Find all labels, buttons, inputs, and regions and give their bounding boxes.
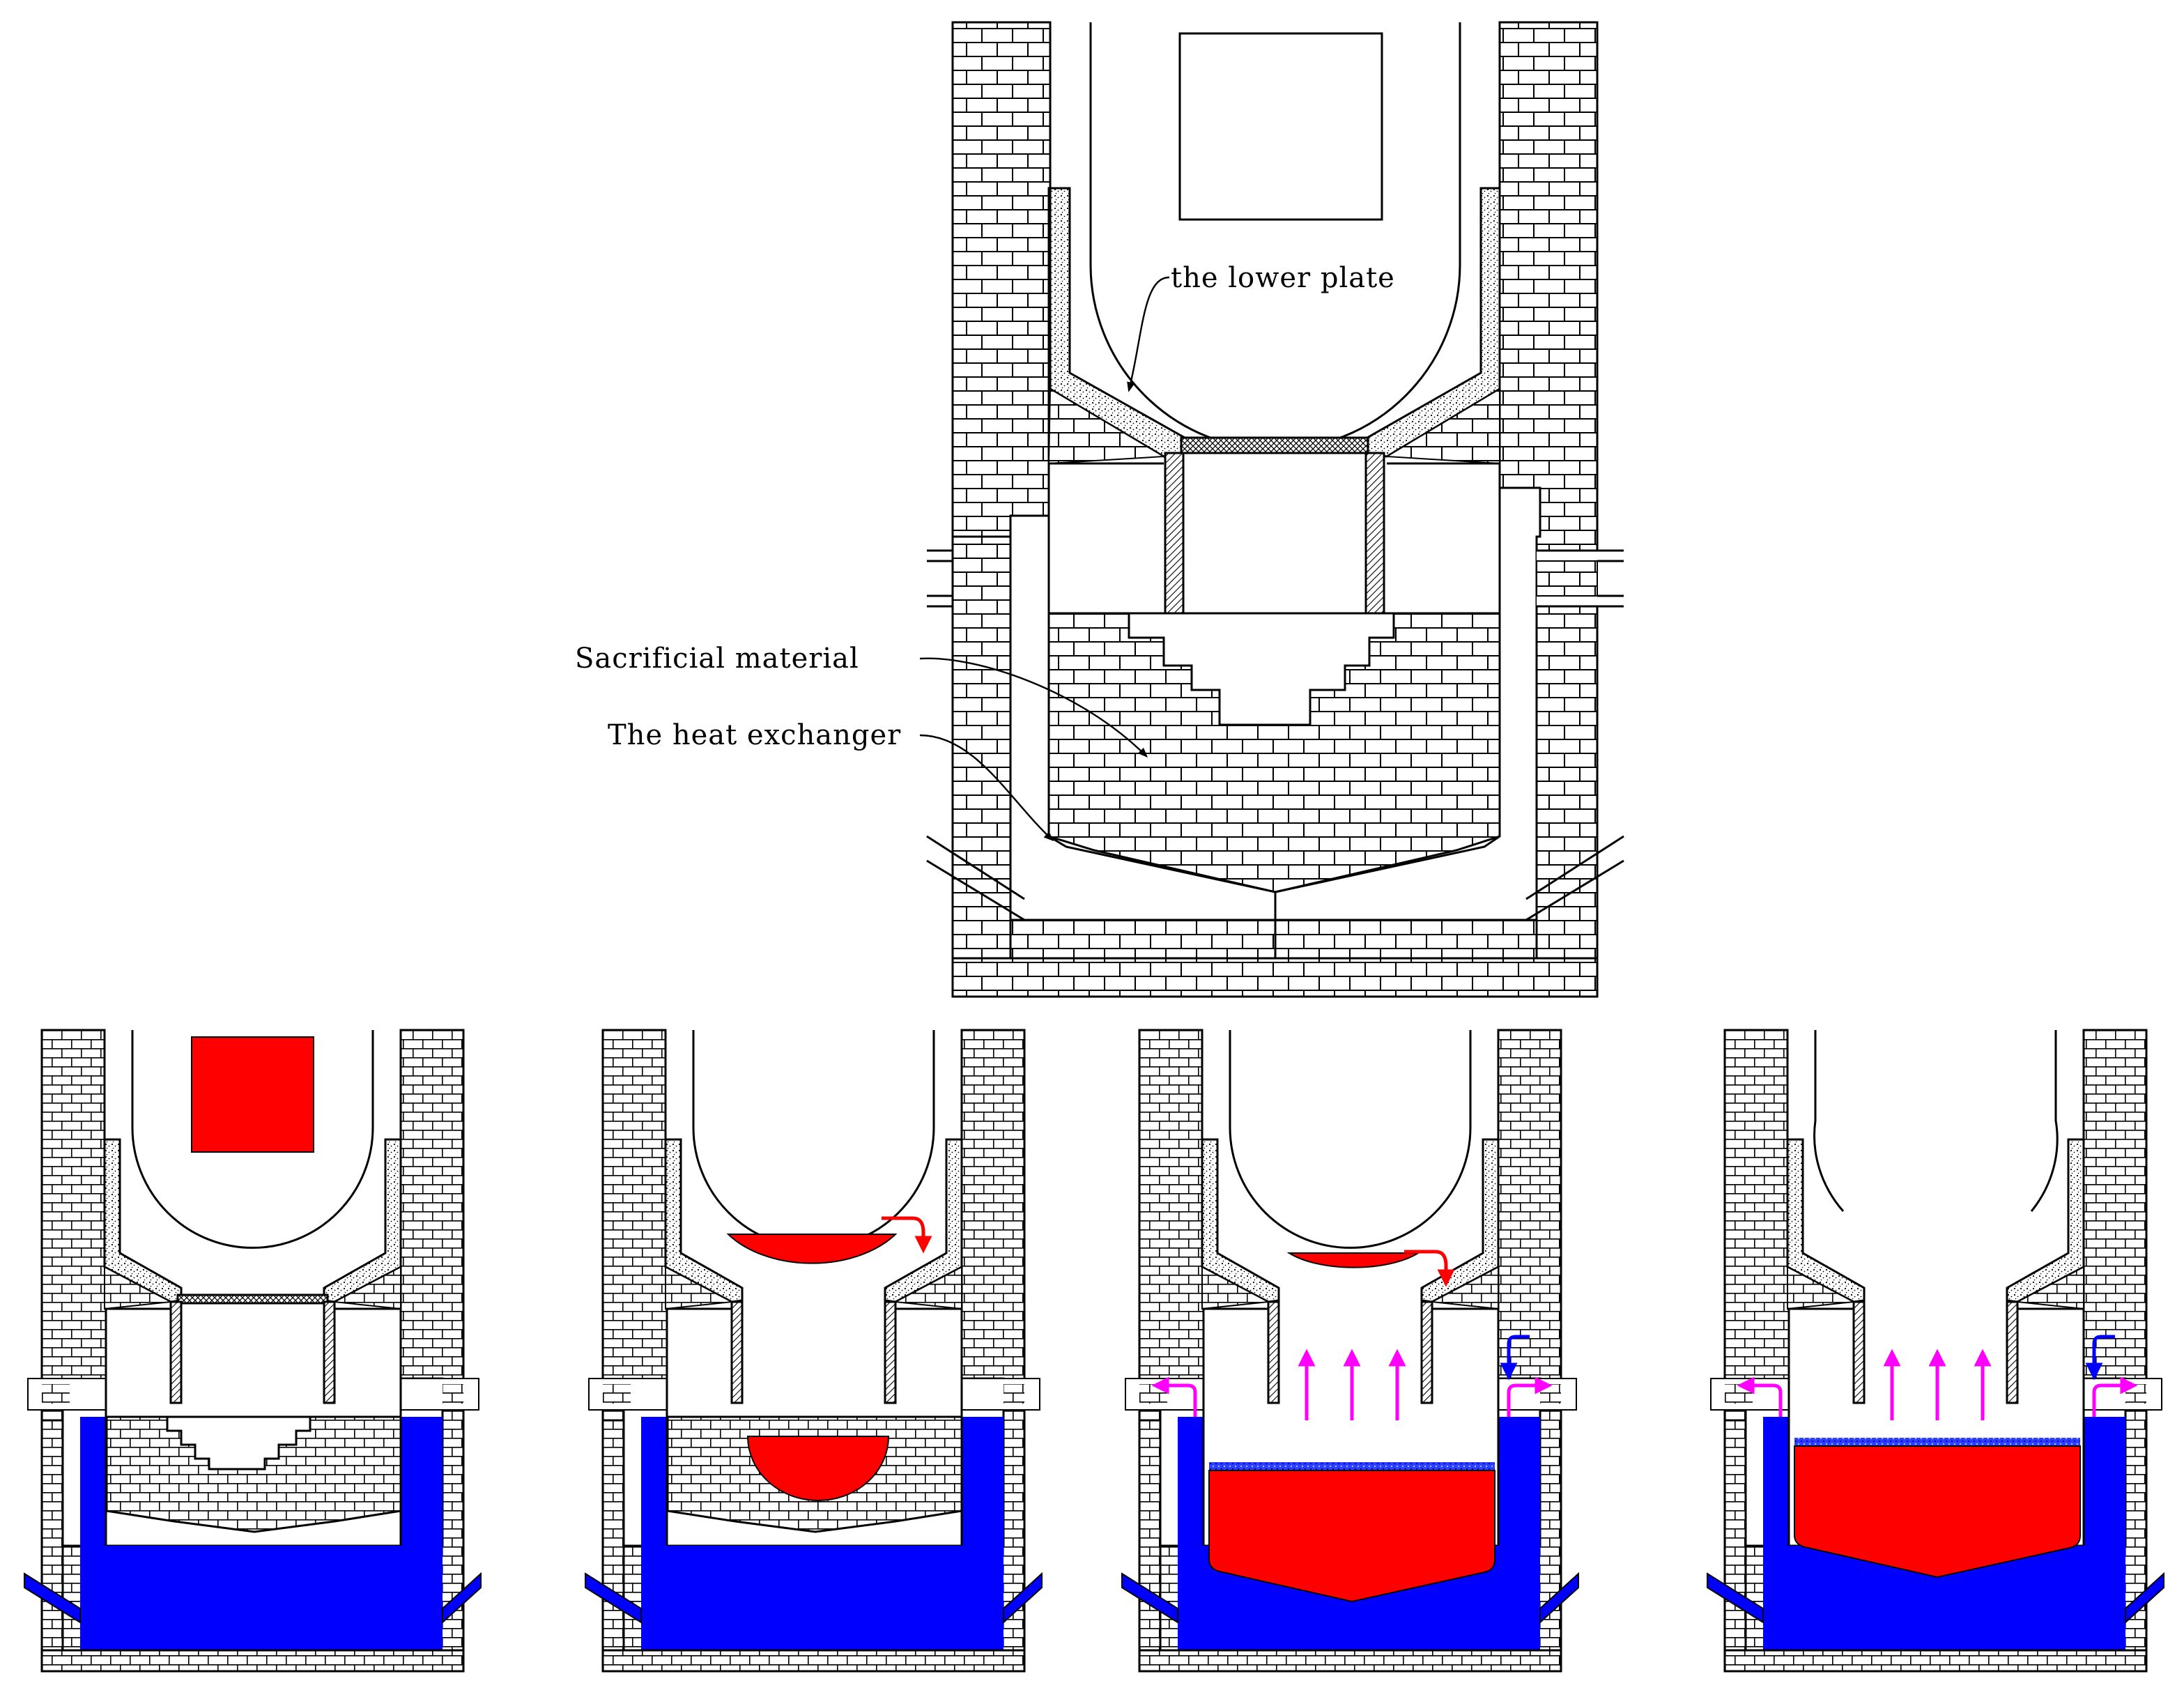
reactor-core	[1178, 32, 1383, 221]
water-pool	[80, 1417, 443, 1650]
stage-1-panel	[24, 1029, 482, 1673]
melt-flow-arrow	[882, 1216, 932, 1254]
label-heat-exchanger: The heat exchanger	[608, 719, 901, 751]
label-lower-plate: the lower plate	[1171, 262, 1395, 294]
steam-arrow	[1151, 1376, 1197, 1417]
water-pool	[641, 1417, 1003, 1650]
stage-4-panel	[1707, 1029, 2164, 1673]
melt-flow-arrow	[1404, 1250, 1455, 1287]
right-outer-wall	[1498, 21, 1599, 960]
melt-pool-in-sacrificial	[746, 1436, 890, 1501]
top-diagram: the lower plate Sacrificial material The…	[575, 21, 1624, 998]
stage-2-panel	[585, 1029, 1043, 1673]
reactor-vessel	[131, 1030, 374, 1249]
right-pipe	[1536, 549, 1624, 608]
steam-arrow	[2092, 1376, 2138, 1417]
core-melt-block	[191, 1036, 314, 1153]
stage-3-panel	[1121, 1029, 1579, 1673]
melt-pool	[1208, 1470, 1495, 1603]
sacrificial-material	[1047, 612, 1501, 893]
melt-pool	[1794, 1445, 2081, 1579]
crust-layer	[1209, 1462, 1495, 1471]
left-outer-wall	[951, 21, 1052, 538]
steam-arrow	[1737, 1376, 1783, 1417]
water-return-arrow	[2085, 1335, 2115, 1381]
core-melt-pool	[726, 1234, 898, 1264]
core-melt-pool	[1286, 1252, 1421, 1268]
water-pool	[1178, 1417, 1540, 1650]
water-pool	[1763, 1417, 2125, 1650]
water-return-arrow	[1500, 1335, 1530, 1381]
crust-layer	[1794, 1438, 2080, 1446]
steam-arrow	[1507, 1376, 1553, 1417]
stage-panels	[24, 1029, 2164, 1673]
reactor-vessel	[1229, 1030, 1472, 1249]
label-sacrificial-material: Sacrificial material	[575, 643, 859, 675]
reactor-vessel	[692, 1030, 935, 1249]
sacrificial-material	[105, 1415, 402, 1533]
